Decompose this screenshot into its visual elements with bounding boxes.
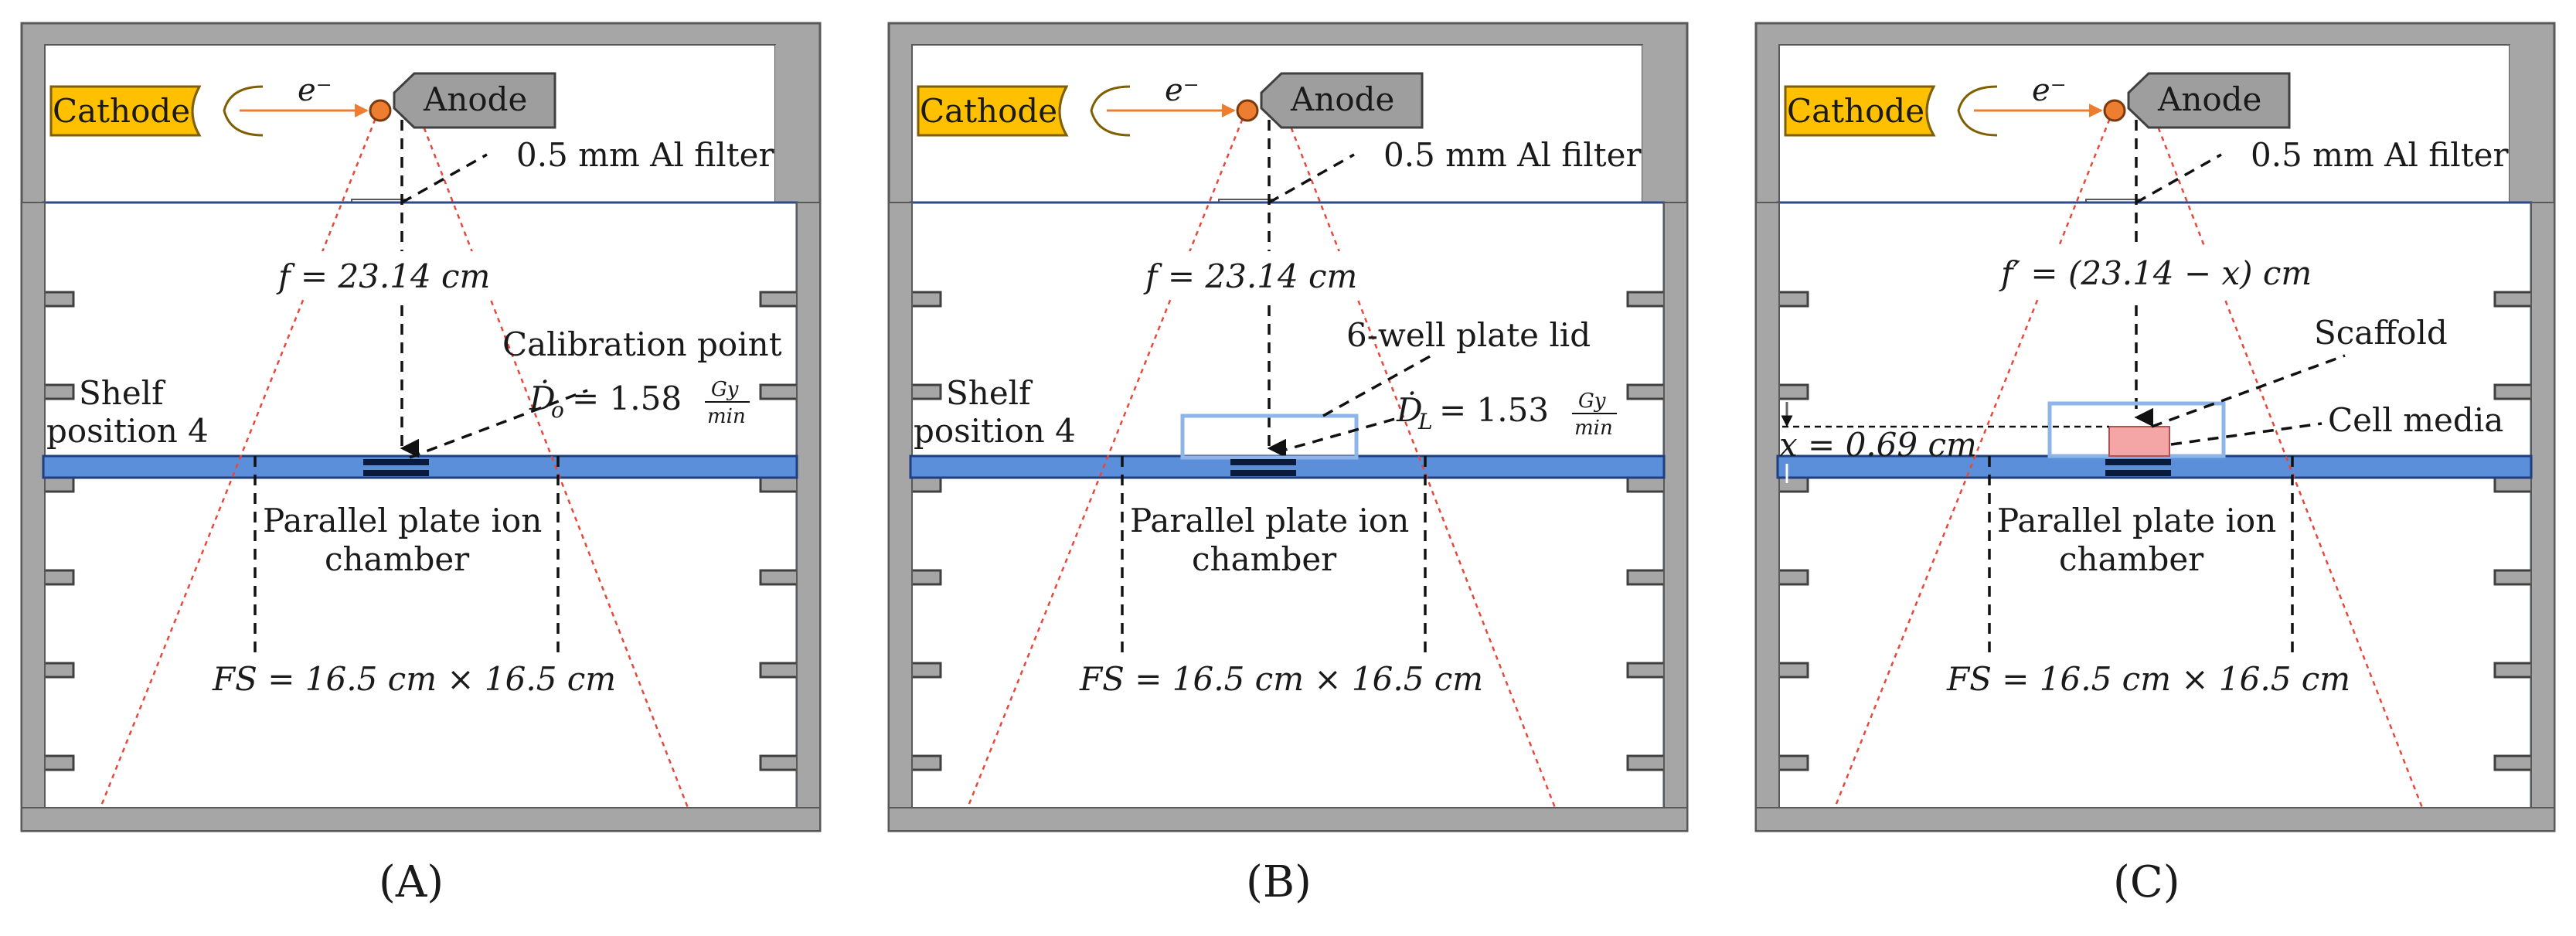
irradiation-chamber [42, 201, 798, 811]
chamber-label-line2: chamber [325, 540, 470, 578]
svg-text:Ḋ: Ḋ [1396, 390, 1423, 429]
caption-b: (B) [1246, 857, 1312, 907]
dose-rate-label: Ḋ o = 1.58 Gy min [529, 378, 750, 428]
field-size-label: FS = 16.5 cm × 16.5 cm [212, 660, 616, 698]
shelf-label-line2: position 4 [46, 412, 209, 450]
focal-spot [369, 99, 392, 122]
svg-text:= 1.53: = 1.53 [1439, 391, 1549, 429]
chamber-label-line2: chamber [2059, 540, 2204, 578]
panel-a: Cathode e⁻ Anode 0.5 mm Al filter f = 23… [20, 22, 822, 907]
focal-spot [1236, 99, 1259, 122]
cathode-label: Cathode [53, 92, 190, 130]
plate-lid [1180, 414, 1359, 460]
chamber-label-line1: Parallel plate ion [1130, 502, 1409, 539]
focal-distance-label: f′ = (23.14 − x) cm [1999, 254, 2312, 292]
offset-label: x = 0.69 cm [1779, 426, 1977, 464]
lid-label: 6-well plate lid [1346, 316, 1591, 354]
calibration-point-label: Calibration point [502, 325, 782, 363]
scaffold [2108, 426, 2170, 457]
electron-label: e⁻ [298, 73, 332, 108]
field-size-label: FS = 16.5 cm × 16.5 cm [1079, 660, 1483, 698]
beam-edge-right [416, 110, 689, 808]
chamber-label-line1: Parallel plate ion [1997, 502, 2276, 539]
svg-text:Gy: Gy [1578, 390, 1606, 413]
svg-text:Ḋ: Ḋ [529, 379, 556, 417]
filter-label: 0.5 mm Al filter [516, 136, 774, 174]
svg-text:L: L [1417, 409, 1433, 434]
scaffold-label: Scaffold [2314, 314, 2448, 352]
electron-label: e⁻ [2032, 73, 2067, 108]
anode-body [393, 72, 556, 129]
caption-c: (C) [2113, 857, 2180, 907]
focal-distance-label: f = 23.14 cm [276, 257, 490, 295]
caption-a: (A) [379, 857, 444, 907]
svg-text:min: min [1574, 417, 1613, 440]
anode-label: Anode [1290, 80, 1394, 118]
anode-label: Anode [2157, 80, 2261, 118]
shelf-label-line1: Shelf [946, 374, 1033, 412]
panel-c: Cathode e⁻ Anode 0.5 mm Al filter f′ = (… [1754, 22, 2556, 907]
beam-edge-left [99, 110, 380, 808]
panel-b: Cathode e⁻ Anode 0.5 mm Al filter f = 23… [887, 22, 1689, 907]
chamber-label-line1: Parallel plate ion [263, 502, 542, 539]
svg-text:= 1.58: = 1.58 [572, 380, 682, 417]
svg-text:Gy: Gy [711, 378, 739, 401]
svg-text:o: o [551, 397, 564, 423]
dose-rate-label: Ḋ L = 1.53 Gy min [1396, 390, 1617, 440]
cathode-label: Cathode [920, 92, 1057, 130]
filter-label: 0.5 mm Al filter [2251, 136, 2509, 174]
focal-spot [2103, 99, 2126, 122]
anode-body [1260, 72, 1424, 129]
filter-label: 0.5 mm Al filter [1383, 136, 1642, 174]
shelf-label-line1: Shelf [79, 374, 166, 412]
media-label: Cell media [2328, 401, 2503, 439]
field-size-label: FS = 16.5 cm × 16.5 cm [1946, 660, 2350, 698]
chamber-label-line2: chamber [1192, 540, 1337, 578]
focal-distance-label: f = 23.14 cm [1143, 257, 1357, 295]
electron-label: e⁻ [1165, 73, 1200, 108]
anode-label: Anode [423, 80, 527, 118]
anode-body [2127, 72, 2291, 129]
cathode-label: Cathode [1787, 92, 1924, 130]
svg-text:min: min [707, 405, 746, 428]
shelf-label-line2: position 4 [914, 412, 1076, 450]
